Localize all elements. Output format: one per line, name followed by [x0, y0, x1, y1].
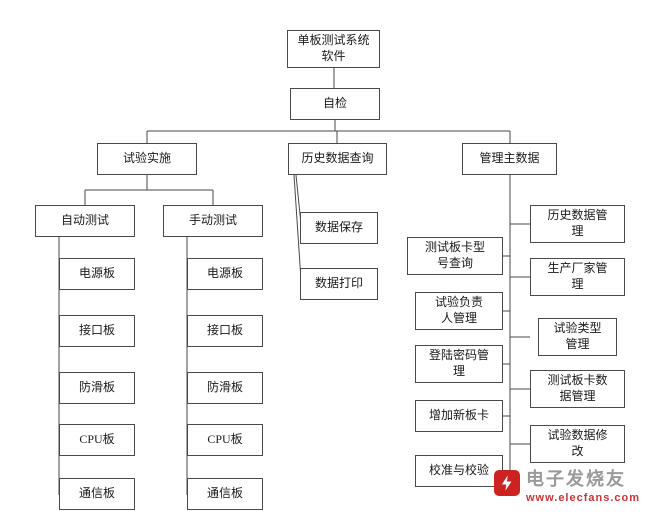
node-manual-power-board: 电源板 — [187, 258, 263, 290]
watermark-url: www.elecfans.com — [526, 491, 641, 504]
watermark: 电子发烧友 www.elecfans.com — [494, 469, 641, 504]
node-manufacturer-mgmt: 生产厂家管 理 — [530, 258, 625, 296]
watermark-text: 电子发烧友 www.elecfans.com — [526, 469, 641, 504]
node-history-data-query: 历史数据查询 — [288, 143, 387, 175]
watermark-brand: 电子发烧友 — [526, 469, 626, 489]
node-test-leader-mgmt: 试验负责 人管理 — [415, 292, 503, 330]
node-manage-master-data: 管理主数据 — [462, 143, 557, 175]
node-auto-comm-board: 通信板 — [59, 478, 135, 510]
node-auto-interface-board: 接口板 — [59, 315, 135, 347]
node-board-model-query: 测试板卡型 号查询 — [407, 237, 503, 275]
node-self-check: 自检 — [290, 88, 380, 120]
node-add-new-board: 增加新板卡 — [415, 400, 503, 432]
node-history-data-mgmt: 历史数据管 理 — [530, 205, 625, 243]
node-auto-cpu-board: CPU板 — [59, 424, 135, 456]
node-test-data-modify: 试验数据修 改 — [530, 425, 625, 463]
node-login-password-mgmt: 登陆密码管 理 — [415, 345, 503, 383]
node-manual-interface-board: 接口板 — [187, 315, 263, 347]
node-data-save: 数据保存 — [300, 212, 378, 244]
node-board-data-mgmt: 测试板卡数 据管理 — [530, 370, 625, 408]
elecfans-logo-icon — [494, 470, 520, 496]
node-auto-antiskid-board: 防滑板 — [59, 372, 135, 404]
node-calibration-verification: 校准与校验 — [415, 455, 503, 487]
node-test-type-mgmt: 试验类型 管理 — [538, 318, 617, 356]
node-manual-comm-board: 通信板 — [187, 478, 263, 510]
node-manual-antiskid-board: 防滑板 — [187, 372, 263, 404]
node-manual-test: 手动测试 — [163, 205, 263, 237]
node-auto-test: 自动测试 — [35, 205, 135, 237]
node-manual-cpu-board: CPU板 — [187, 424, 263, 456]
node-test-implementation: 试验实施 — [97, 143, 197, 175]
node-auto-power-board: 电源板 — [59, 258, 135, 290]
node-data-print: 数据打印 — [300, 268, 378, 300]
node-root: 单板测试系统 软件 — [287, 30, 380, 68]
